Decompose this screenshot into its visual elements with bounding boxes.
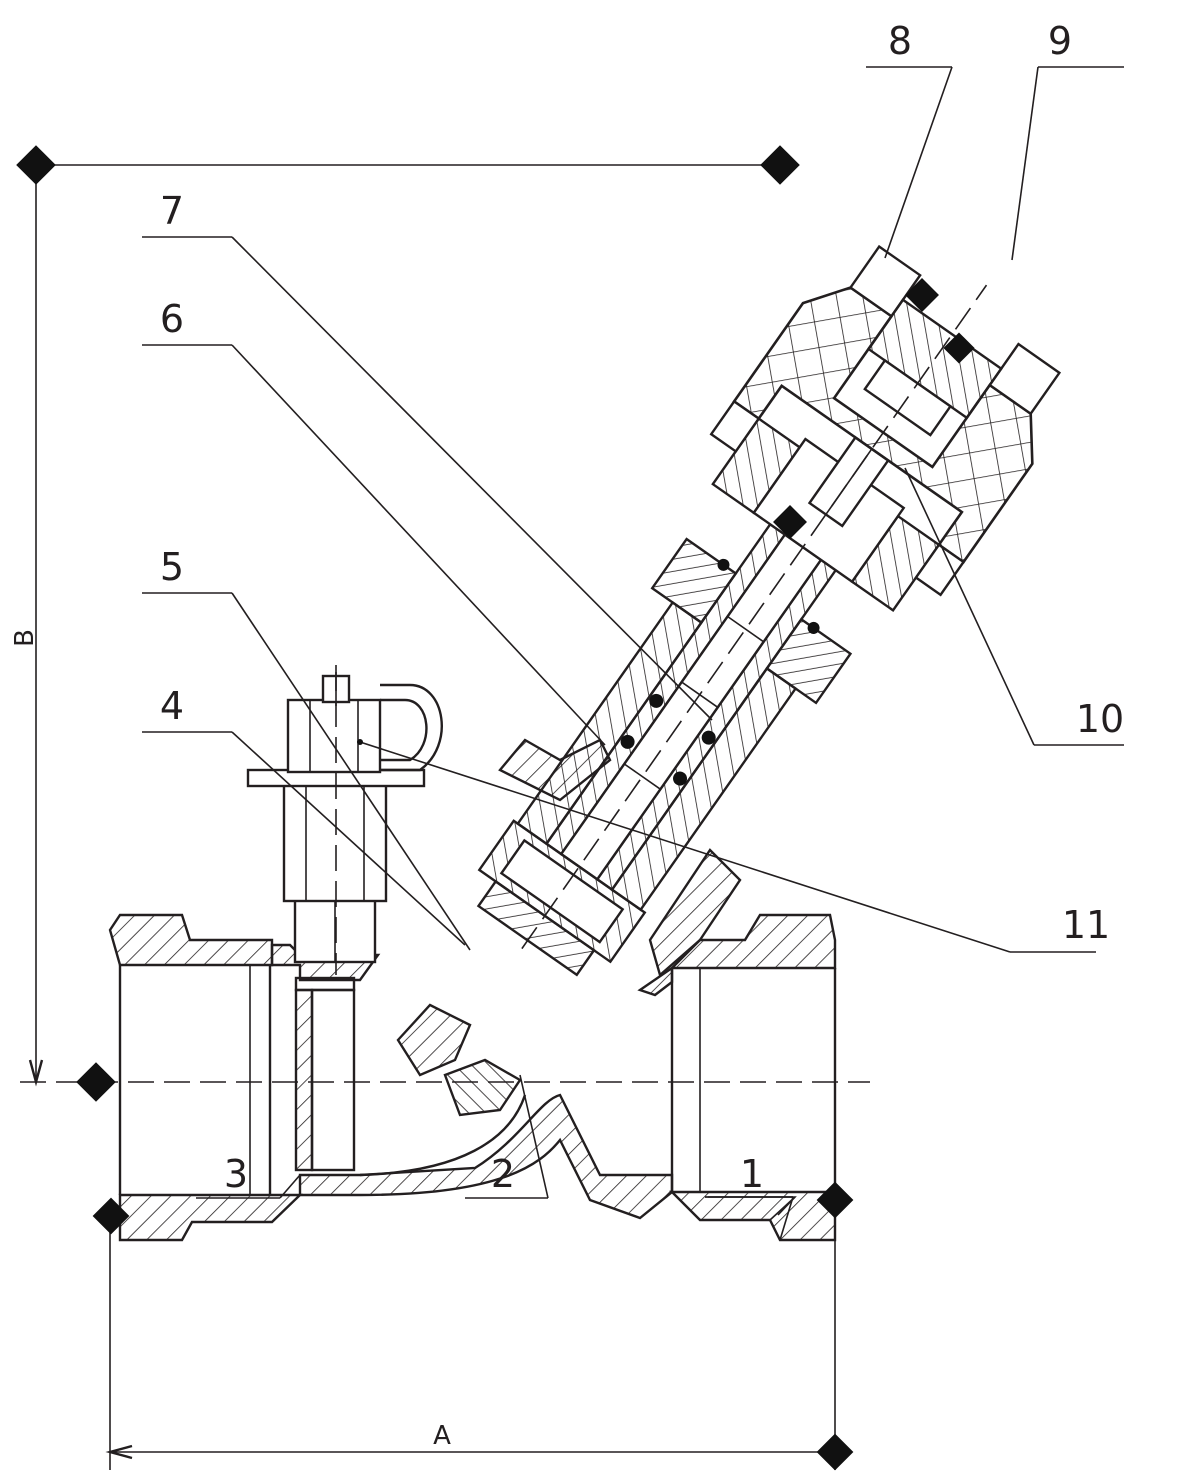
callout-3: 3 [224, 1152, 248, 1196]
callout-6: 6 [160, 297, 184, 341]
bonnet-assembly [476, 244, 1062, 977]
dimension-b: B [10, 145, 800, 1102]
callout-5: 5 [160, 545, 184, 589]
bonnet-flange [498, 738, 742, 978]
callout-8: 8 [888, 19, 912, 63]
callout-9: 9 [1048, 19, 1072, 63]
dimension-b-bottom-marker [76, 1062, 116, 1102]
dimension-a-right-marker [816, 1181, 854, 1219]
callout-10: 10 [1076, 697, 1124, 741]
section-markers [773, 278, 975, 539]
dimension-a: A [92, 1181, 854, 1471]
leader-lines [142, 66, 1124, 1241]
dimension-a-left-marker [92, 1197, 130, 1235]
dimension-a-bottom-marker [816, 1433, 854, 1471]
test-port [246, 672, 443, 964]
callout-4: 4 [160, 684, 184, 728]
dimension-b-top-left-marker [16, 145, 56, 185]
callout-1: 1 [740, 1152, 764, 1196]
dimension-a-label: A [433, 1421, 451, 1451]
valve-body [108, 913, 837, 1242]
dimension-b-top-right-marker [760, 145, 800, 185]
callout-11: 11 [1062, 903, 1110, 947]
callout-2: 2 [491, 1152, 515, 1196]
callout-7: 7 [160, 189, 184, 233]
dimension-b-label: B [10, 629, 40, 647]
